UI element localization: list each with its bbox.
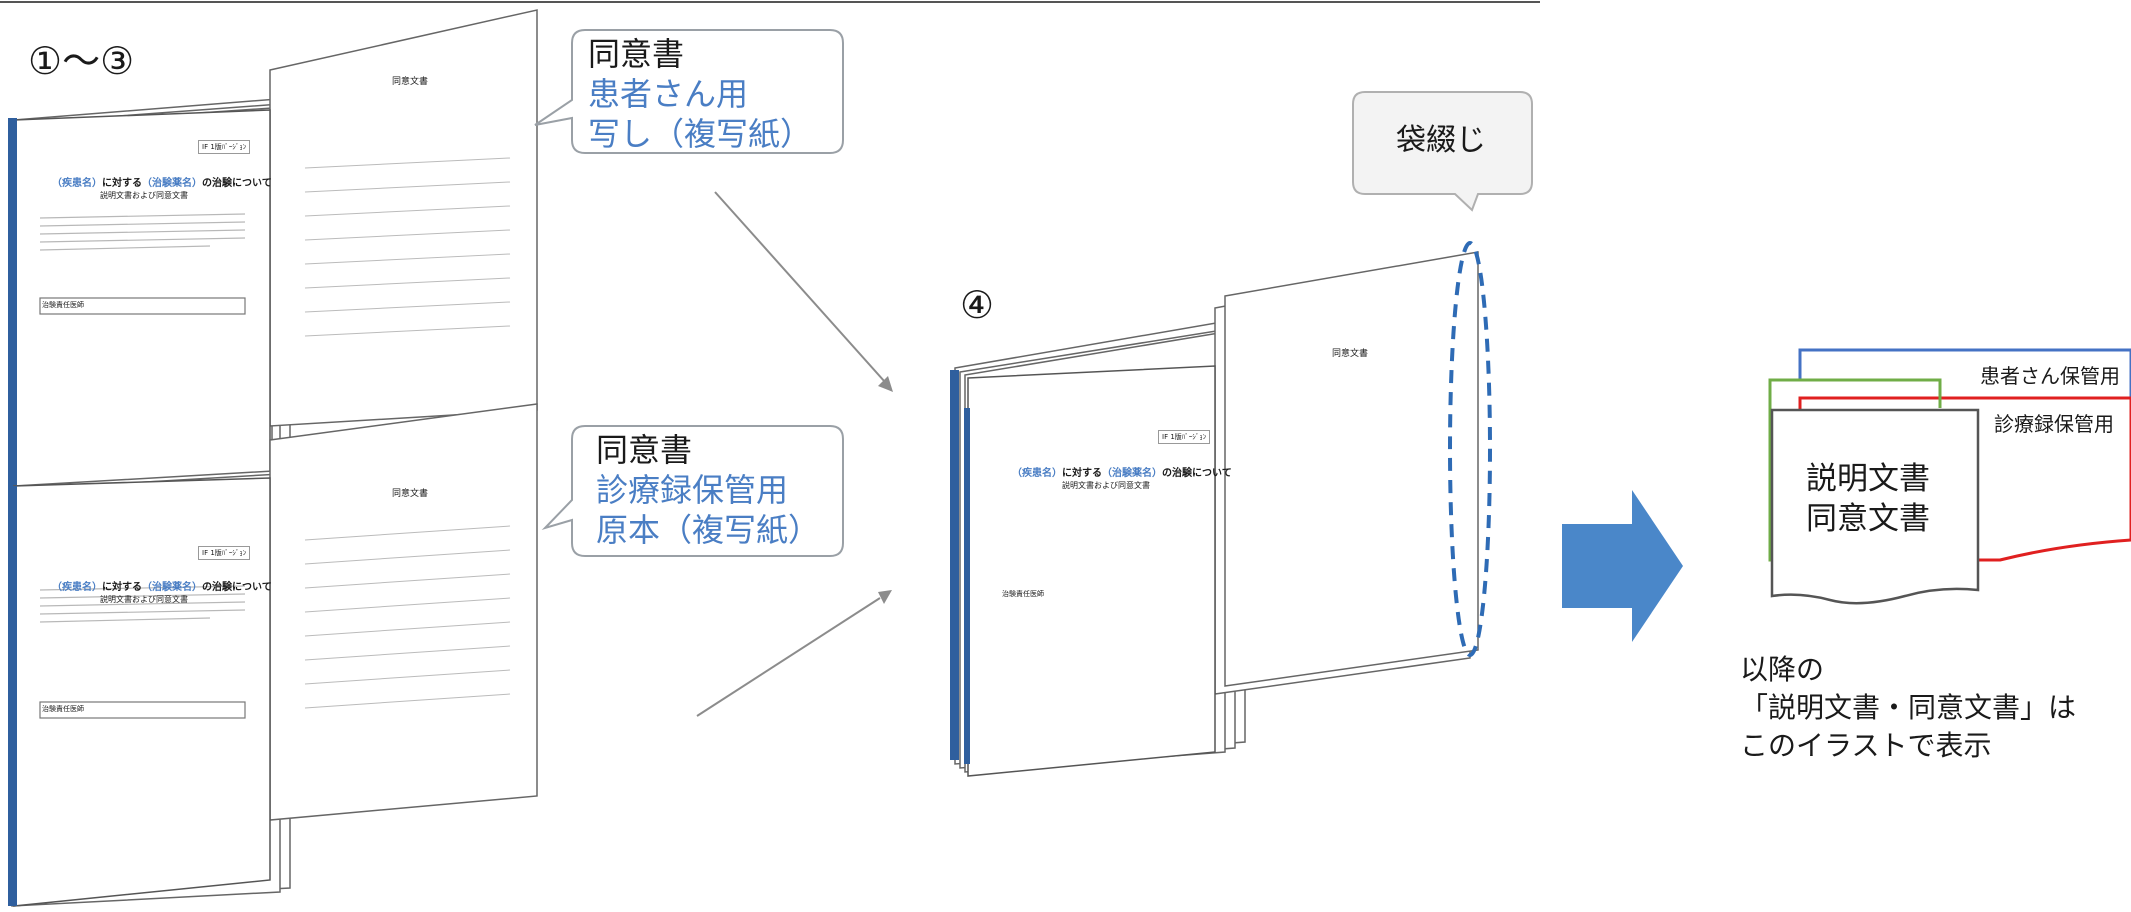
title-middle: に対する [102,178,142,189]
front-document-sheet [1770,408,1980,605]
arrow-head-2 [878,590,892,604]
version-box: IF 1版ﾊﾞｰｼﾞｮﾝ [198,546,251,560]
callout2-line2: 診療録保管用 [596,471,789,509]
disease-placeholder: （疾患名） [52,582,102,593]
consent-page [269,9,538,427]
consent-heading: 同意文書 [392,489,429,499]
binding-spine [8,486,17,906]
doctor-field-label: 治験責任医師 [42,705,84,713]
version-box: IF 1版ﾊﾞｰｼﾞｮﾝ [1158,430,1211,444]
page-title: （疾患名）に対する（治験薬名）の治験について [52,174,272,189]
title-middle: に対する [102,582,142,593]
big-right-arrow [1562,490,1683,642]
drug-placeholder: （治験薬名） [1102,468,1162,479]
page-title: （疾患名）に対する（治験薬名）の治験について [1012,464,1232,479]
patient-copy-label: 患者さん保管用 [1980,364,2120,388]
booklet-combined [950,251,1479,777]
callout-patient-copy [534,29,844,154]
note-line2: 「説明文書・同意文書」は [1740,691,2077,724]
callout2-line1: 同意書 [596,431,693,469]
page-subtitle: 説明文書および同意文書 [100,191,188,200]
title-suffix: の治験について [202,178,272,189]
callout1-line2: 患者さん用 [588,75,749,113]
drug-placeholder: （治験薬名） [142,582,202,593]
binding-callout-label: 袋綴じ [1396,123,1486,158]
title-suffix: の治験について [1162,468,1232,479]
note-line3: このイラストで表示 [1740,729,1992,762]
page-title: （疾患名）に対する（治験薬名）の治験について [52,578,272,593]
doctor-field-box [39,701,246,719]
binding-spine [950,370,959,760]
booklet-record-original [8,403,538,907]
doc-illustration-line1: 説明文書 [1806,461,1930,497]
note-line1: 以降の [1740,653,1825,686]
page-subtitle: 説明文書および同意文書 [100,595,188,604]
disease-placeholder: （疾患名） [52,178,102,189]
consent-heading: 同意文書 [1332,349,1369,359]
version-box: IF 1版ﾊﾞｰｼﾞｮﾝ [198,140,251,154]
binding-dashed-ellipse [1448,241,1492,657]
callout-record-original [541,425,844,557]
drug-placeholder: （治験薬名） [142,178,202,189]
step-label-1-3: ①〜③ [28,39,135,83]
page-subtitle: 説明文書および同意文書 [1062,481,1150,490]
booklet-patient-copy [8,9,538,521]
callout1-line3: 写し（複写紙） [588,115,813,153]
doc-illustration-line2: 同意文書 [1806,501,1930,537]
step-label-4: ④ [960,283,995,327]
doctor-field-label: 治験責任医師 [1002,590,1044,598]
callout2-line3: 原本（複写紙） [596,511,821,549]
title-suffix: の治験について [202,582,272,593]
callout1-line1: 同意書 [588,35,685,73]
record-copy-label: 診療録保管用 [1994,412,2114,436]
doctor-field-box [39,297,246,315]
binding-spine [8,118,17,508]
doctor-field-label: 治験責任医師 [42,301,84,309]
explanation-page [13,109,271,511]
explanation-page [967,365,1216,777]
arrow-line-2 [696,597,881,717]
arrow-head-1 [878,376,893,392]
callout-binding [1352,91,1533,212]
document-illustration [1768,348,2131,605]
title-middle: に対する [1062,468,1102,479]
binding-spine-inner [964,408,970,764]
consent-heading: 同意文書 [392,77,429,87]
disease-placeholder: （疾患名） [1012,468,1062,479]
explanation-page [13,477,271,907]
arrow-line-1 [714,191,886,383]
